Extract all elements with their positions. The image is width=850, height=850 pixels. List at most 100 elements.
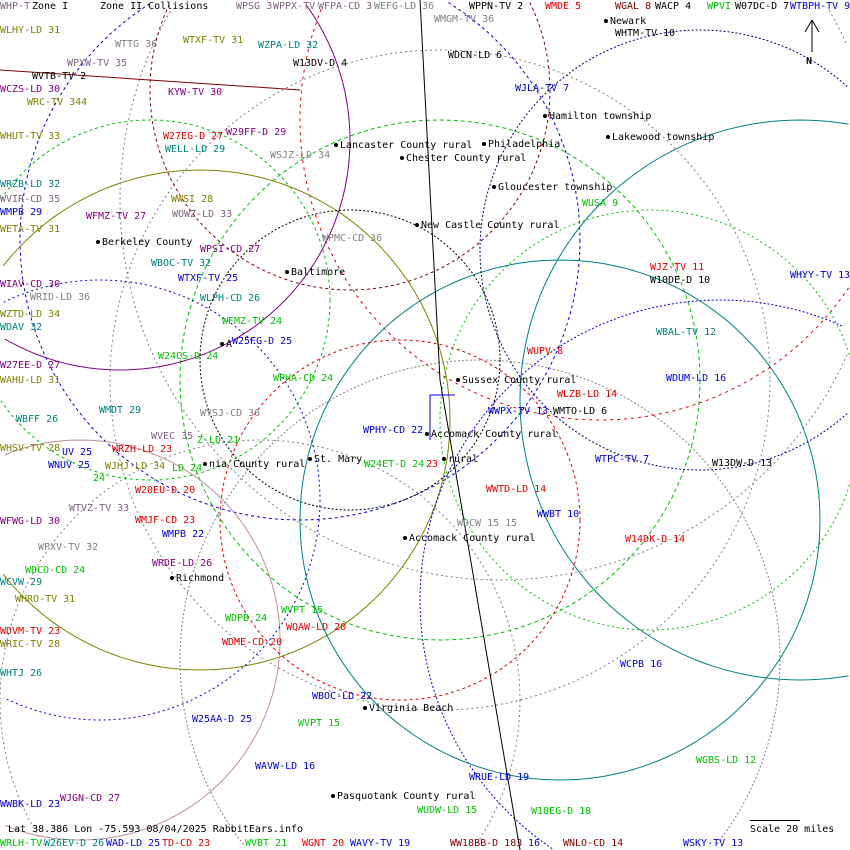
station-label[interactable]: WLPH-CD 26 — [200, 293, 261, 304]
station-label[interactable]: W27EE-D 27 — [0, 360, 61, 371]
station-label[interactable]: W18EG-D 18 — [531, 806, 592, 817]
station-label[interactable]: WOWZ-LD 33 — [172, 209, 233, 220]
station-label[interactable]: WAD-LD 25 — [106, 838, 161, 849]
station-label[interactable]: WSJZ-LD 34 — [270, 150, 331, 161]
station-label[interactable]: WPSI-CD 27 — [200, 244, 261, 255]
station-label[interactable]: WBOC-TV 32 — [151, 258, 212, 269]
station-label[interactable]: WVPT 15 — [281, 605, 324, 616]
station-label[interactable]: WAVY-TV 19 — [350, 838, 411, 849]
station-label[interactable]: W07DC-D 7 — [735, 1, 790, 12]
station-label[interactable]: WZPA-LD 32 — [258, 40, 319, 51]
place-marker[interactable]: Richmond — [170, 573, 224, 585]
station-label[interactable]: WHUT-TV 33 — [0, 131, 61, 142]
station-label[interactable]: W24ET-D 24 — [364, 459, 425, 470]
station-label[interactable]: WACP 4 — [655, 1, 692, 12]
station-label[interactable]: WGNT 20 — [302, 838, 345, 849]
station-label[interactable]: KYW-TV 30 — [168, 87, 223, 98]
station-label[interactable]: WNUV 25 — [48, 460, 91, 471]
station-label[interactable]: WJGN-CD 27 — [60, 793, 121, 804]
station-label[interactable]: WFMZ-TV 24 — [222, 316, 283, 327]
station-label[interactable]: WBFF 26 — [16, 414, 59, 425]
station-label[interactable]: W13DW-D 13 — [712, 458, 773, 469]
station-label[interactable]: WMPB 22 — [162, 529, 205, 540]
station-label[interactable]: WCVW 29 — [0, 577, 43, 588]
station-label[interactable]: WDAV 32 — [0, 322, 43, 333]
station-label[interactable]: W20EU-D 20 — [135, 485, 196, 496]
station-label[interactable]: WHRO-TV 31 — [15, 594, 76, 605]
station-label[interactable]: 16 — [528, 838, 541, 849]
station-label[interactable]: WWTD-LD 14 — [486, 484, 547, 495]
place-marker[interactable]: Pasquotank County rural — [331, 791, 475, 803]
station-label[interactable]: WVTB-TV 2 — [32, 71, 87, 82]
place-marker[interactable]: Philadelphia — [482, 139, 560, 151]
station-label[interactable]: WUSA 9 — [582, 198, 619, 209]
station-label[interactable]: WEFG-LD 36 — [374, 1, 435, 12]
station-label[interactable]: WMGM-TV 36 — [434, 14, 495, 25]
station-label[interactable]: WNLO-CD 14 — [563, 838, 624, 849]
station-label[interactable]: WHSV-TV 28 — [0, 443, 61, 454]
station-label[interactable]: LD 24 — [172, 463, 203, 474]
station-label[interactable]: WMPB 29 — [0, 207, 43, 218]
station-label[interactable]: WDCO-CD 24 — [25, 565, 86, 576]
station-label[interactable]: WWPX-TV 13 — [488, 406, 549, 417]
station-label[interactable]: WPPX-TV — [273, 1, 316, 12]
station-label[interactable]: W25AA-D 25 — [192, 714, 253, 725]
station-label[interactable]: WDUM-LD 16 — [666, 373, 727, 384]
station-label[interactable]: WETA-TV 31 — [0, 224, 61, 235]
station-label[interactable]: WQAW-LD 20 — [286, 622, 347, 633]
station-label[interactable]: WCPB 16 — [620, 659, 663, 670]
station-label[interactable]: WLHY-LD 31 — [0, 25, 61, 36]
station-label[interactable]: WJHJ-LD 34 — [105, 461, 166, 472]
station-label[interactable]: WHYY-TV 13 — [790, 270, 850, 281]
place-marker[interactable]: Newark — [604, 16, 646, 28]
station-label[interactable]: WTXF-TV 31 — [183, 35, 244, 46]
station-label[interactable]: W13DV-D 4 — [293, 58, 348, 69]
place-marker[interactable]: A — [220, 339, 232, 351]
place-marker[interactable]: Baltimore — [285, 267, 345, 279]
place-marker[interactable]: Accomack County rural — [425, 429, 557, 441]
station-label[interactable]: W29FF-D 29 — [226, 127, 287, 138]
station-label[interactable]: WFMZ-TV 27 — [86, 211, 147, 222]
station-label[interactable]: WWSI 28 — [171, 194, 214, 205]
place-marker[interactable]: Hamilton township — [543, 111, 651, 123]
station-label[interactable]: 24 — [93, 473, 106, 484]
place-marker[interactable]: New Castle County rural — [415, 220, 559, 232]
station-label[interactable]: WLZB-LD 14 — [557, 389, 618, 400]
station-label[interactable]: WHTJ 26 — [0, 668, 43, 679]
station-label[interactable]: WJLA-TV 7 — [515, 83, 570, 94]
station-label[interactable]: WELL-LD 29 — [165, 144, 226, 155]
station-label[interactable]: WPXV-TV 32 — [38, 542, 99, 553]
station-label[interactable]: W26EV-D 26 — [44, 838, 105, 849]
station-label[interactable]: WIAV-CD 30 — [0, 279, 61, 290]
station-label[interactable]: WSKY-TV 13 — [683, 838, 744, 849]
place-marker[interactable]: St. Mary — [308, 454, 362, 466]
station-label[interactable]: WVPT 15 — [298, 718, 341, 729]
station-label[interactable]: WPXW-TV 35 — [67, 58, 128, 69]
station-label[interactable]: WRUE-LD 19 — [469, 772, 530, 783]
station-label[interactable]: W14DK-D 14 — [625, 534, 686, 545]
station-label[interactable]: WUDW-LD 15 — [417, 805, 478, 816]
place-marker[interactable]: Lancaster County rural — [334, 140, 472, 152]
station-label[interactable]: WCZS-LD 30 — [0, 84, 61, 95]
station-label[interactable]: WRZH-LD 23 — [112, 444, 173, 455]
station-label[interactable]: UV 25 — [62, 447, 93, 458]
station-label[interactable]: WMTO-LD 6 — [553, 406, 608, 417]
station-label[interactable]: WAHU-LD 31 — [0, 375, 61, 386]
station-label[interactable]: W25FG-D 25 — [232, 336, 293, 347]
station-label[interactable]: WRDE-LD 26 — [152, 558, 213, 569]
place-marker[interactable]: rural — [442, 454, 478, 466]
station-label[interactable]: WTTG 36 — [115, 39, 158, 50]
station-label[interactable]: WRLH-TV — [0, 838, 43, 849]
place-marker[interactable]: Virginia Beach — [363, 703, 453, 715]
station-label[interactable]: WFPA-CD 3 — [318, 1, 373, 12]
station-label[interactable]: WTVZ-TV 33 — [69, 503, 130, 514]
station-label[interactable]: WRC-TV 344 — [27, 97, 88, 108]
station-label[interactable]: WPHA-CD 24 — [273, 373, 334, 384]
station-label[interactable]: WMDT 29 — [99, 405, 142, 416]
station-label[interactable]: WBAL-TV 12 — [656, 327, 717, 338]
station-label[interactable]: WFWG-LD 30 — [0, 516, 61, 527]
place-marker[interactable]: Berkeley County — [96, 237, 192, 249]
station-label[interactable]: WVIR-CD 35 — [0, 194, 61, 205]
station-label[interactable]: WMJF-CD 23 — [135, 515, 196, 526]
station-label[interactable]: W27EG-D 27 — [163, 131, 224, 142]
